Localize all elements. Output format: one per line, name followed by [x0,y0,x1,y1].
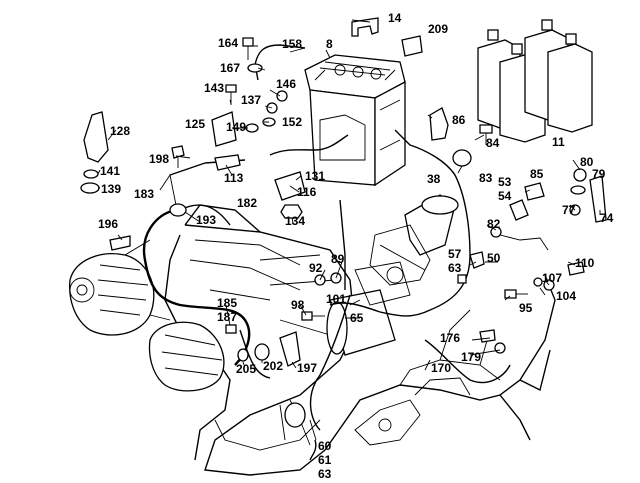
callout-125: 125 [185,117,206,131]
callout-8: 8 [326,37,333,51]
callout-205: 205 [236,362,257,376]
callout-85: 85 [530,167,544,181]
callout-63-lower: 63 [318,467,332,481]
callout-54: 54 [498,189,512,203]
callout-182: 182 [237,196,258,210]
callout-202: 202 [263,359,284,373]
callout-183: 183 [134,187,155,201]
callout-170: 170 [431,361,452,375]
callout-89: 89 [331,252,345,266]
callout-141: 141 [100,164,121,178]
callout-110: 110 [575,256,595,270]
callout-74: 74 [600,211,614,225]
callout-152: 152 [282,115,303,129]
callout-84: 84 [486,136,500,150]
callout-143: 143 [204,81,225,95]
callout-80: 80 [580,155,594,169]
callout-83: 83 [479,171,493,185]
battery [304,54,406,187]
callout-50: 50 [487,251,501,265]
callout-158: 158 [282,37,303,51]
callout-107: 107 [542,271,563,285]
callout-82: 82 [487,217,501,231]
callout-146: 146 [276,77,297,91]
callout-113: 113 [224,171,244,185]
callout-11: 11 [552,135,565,149]
callout-63-upper: 63 [448,261,462,275]
callout-98: 98 [291,298,305,312]
callout-14: 14 [388,11,402,25]
callout-185: 185 [217,296,238,310]
intake-assembly [369,194,459,286]
callout-57: 57 [448,247,462,261]
callout-131: 131 [305,169,326,183]
callout-164: 164 [218,36,239,50]
callout-139: 139 [101,182,122,196]
callout-134: 134 [285,214,306,228]
cell-bottles [477,19,593,143]
callout-53: 53 [498,175,512,189]
callout-176: 176 [440,331,461,345]
callout-77: 77 [562,203,576,217]
callout-79: 79 [592,167,606,181]
callout-187: 187 [217,310,238,324]
callout-196: 196 [98,217,119,231]
callout-149: 149 [226,120,247,134]
callout-60: 60 [318,439,332,453]
callout-167: 167 [220,61,241,75]
callout-104: 104 [556,289,577,303]
callout-92: 92 [309,261,323,275]
callout-137: 137 [241,93,262,107]
callout-193: 193 [196,213,217,227]
callout-101: 101 [326,292,347,306]
callout-38: 38 [427,172,441,186]
alternator [69,239,171,336]
callout-95: 95 [519,301,533,315]
callout-209: 209 [428,22,449,36]
callout-179: 179 [461,350,482,364]
callout-61: 61 [318,453,332,467]
callout-197: 197 [297,361,318,375]
callout-65: 65 [350,311,364,325]
small-parts [80,17,607,367]
callout-128: 128 [110,124,131,138]
callout-198: 198 [149,152,170,166]
callout-86: 86 [452,113,466,127]
leader-lines [97,19,601,441]
engine-block [164,204,556,476]
callout-116: 116 [297,185,317,199]
